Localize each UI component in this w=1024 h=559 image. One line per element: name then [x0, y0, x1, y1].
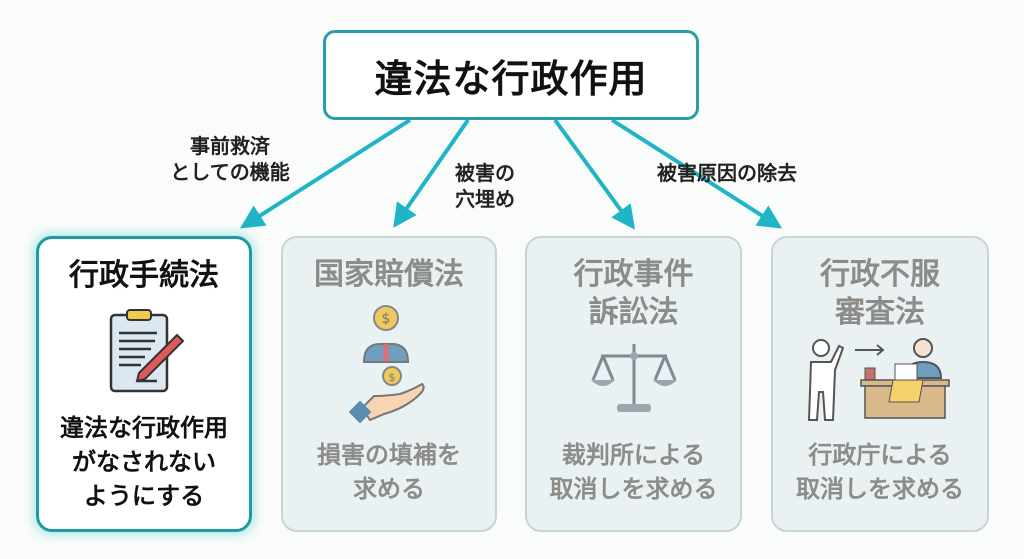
edge-label-removal: 被害原因の除去 [622, 160, 832, 186]
root-node: 違法な行政作用 [323, 30, 699, 120]
edge-label-preventive: 事前救済 としての機能 [150, 133, 310, 185]
appeal-to-official-icon [807, 338, 950, 421]
card-title-line: 行政手続法 [69, 258, 219, 293]
card-administrative-procedure-act: 行政手続法 違法な行政作用 がなされない ようにする [36, 236, 252, 532]
card-title-line: 訴訟法 [588, 295, 679, 330]
card-title: 行政事件 訴訟法 [574, 256, 694, 332]
card-description-line: 取消しを求める [549, 475, 718, 503]
card-description-line: 求める [353, 475, 425, 503]
edge-label-line: としての機能 [170, 160, 290, 184]
card-description: 違法な行政作用 がなされない ようにする [60, 411, 228, 513]
card-description: 行政庁による 取消しを求める [796, 438, 964, 506]
edge-label-line: 事前救済 [190, 134, 270, 158]
card-state-compensation-act: 国家賠償法 $ $ 損害の填補を 求める [281, 236, 497, 532]
edge-label-line: 被害原因の除去 [657, 161, 797, 185]
svg-text:$: $ [389, 371, 396, 384]
clipboard-pencil-icon [109, 309, 185, 393]
card-administrative-appeal-act: 行政不服 審査法 行政庁による 取消しを求める [771, 236, 989, 532]
card-title-line: 行政事件 [573, 257, 694, 292]
card-title-line: 国家賠償法 [314, 257, 464, 292]
edge-label-line: 穴埋め [455, 187, 515, 211]
card-administrative-litigation-act: 行政事件 訴訟法 裁判所による 取消しを求める [525, 236, 742, 532]
arrow-to-compensation-act [393, 118, 470, 228]
card-description-line: ようにする [83, 482, 205, 510]
svg-text:$: $ [382, 311, 391, 327]
card-description-line: 裁判所による [561, 441, 706, 469]
root-title: 違法な行政作用 [374, 56, 648, 101]
card-title: 行政不服 審査法 [820, 256, 940, 332]
arrow-to-procedure-act [239, 118, 412, 229]
card-description-line: 違法な行政作用 [60, 414, 228, 442]
edge-label-line: 被害の [455, 161, 515, 185]
card-description-line: 取消しを求める [796, 475, 964, 503]
arrow-to-appeal-act [610, 118, 783, 229]
compensation-hand-coins-icon: $ $ [348, 305, 425, 424]
scales-of-justice-icon [590, 344, 677, 412]
edge-label-compensation: 被害の 穴埋め [440, 160, 530, 212]
card-description-line: 損害の填補を [317, 441, 461, 469]
arrow-to-litigation-act [553, 118, 636, 230]
card-title-line: 審査法 [835, 295, 925, 330]
card-title: 行政手続法 [69, 257, 219, 295]
card-title-line: 行政不服 [820, 257, 940, 292]
card-description: 損害の填補を 求める [317, 438, 461, 506]
card-title: 国家賠償法 [314, 256, 464, 294]
card-description-line: がなされない [72, 448, 216, 476]
card-description: 裁判所による 取消しを求める [550, 438, 718, 506]
card-description-line: 行政庁による [808, 441, 952, 469]
